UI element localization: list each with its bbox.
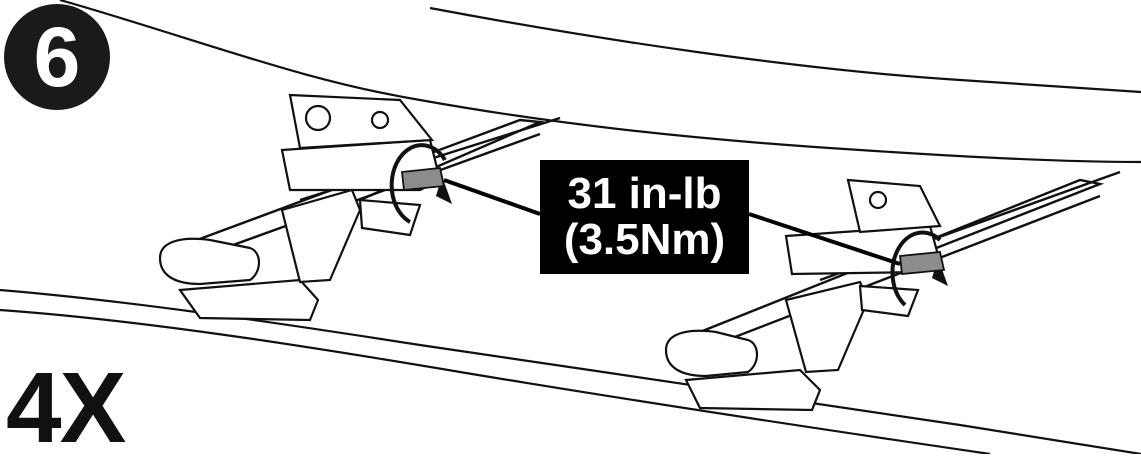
roof-rack-diagram bbox=[0, 0, 1141, 454]
lever-left bbox=[401, 167, 446, 191]
lever-right bbox=[899, 251, 946, 275]
leader-lines bbox=[443, 178, 901, 266]
quantity-label: 4X bbox=[6, 352, 126, 464]
foot-left bbox=[158, 93, 442, 322]
torque-value-metric: (3.5Nm) bbox=[563, 215, 726, 264]
vehicle-roof bbox=[0, 0, 1141, 454]
step-number-badge: 6 bbox=[4, 4, 110, 110]
torque-callout: 31 in-lb (3.5Nm) bbox=[540, 160, 749, 274]
torque-value-imperial: 31 in-lb bbox=[567, 169, 722, 218]
